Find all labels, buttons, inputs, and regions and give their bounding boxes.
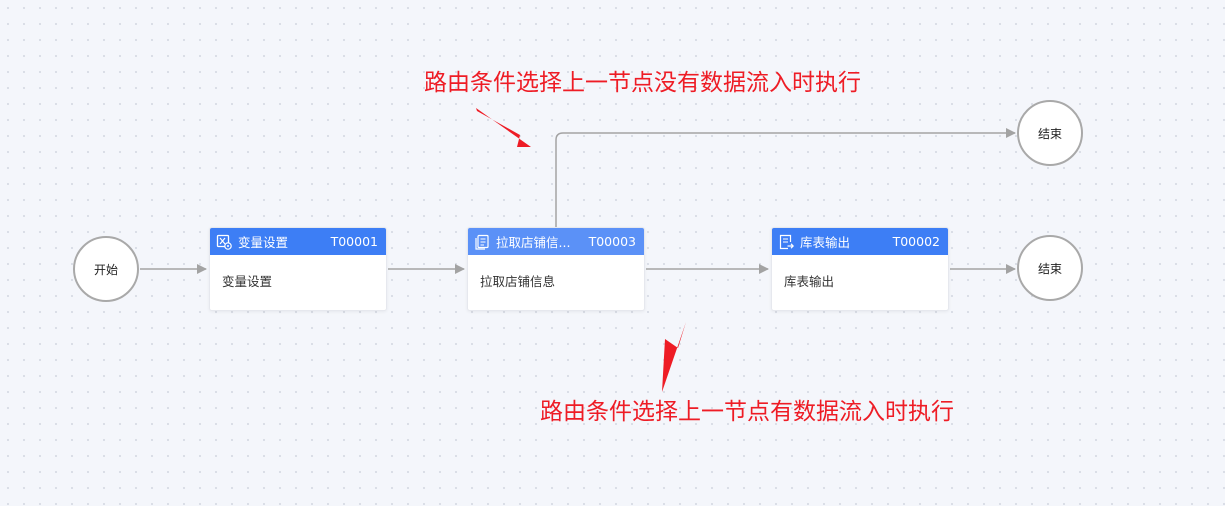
end-node-top[interactable]: 结束 <box>1017 100 1083 166</box>
task-code: T00001 <box>330 234 378 249</box>
task-code: T00003 <box>588 234 636 249</box>
task-body: 库表输出 <box>784 274 835 289</box>
annotation-has-data-route: 路由条件选择上一节点有数据流入时执行 <box>540 399 954 425</box>
task-body: 拉取店铺信息 <box>480 274 556 289</box>
annotation-arrow-bottom <box>662 322 686 392</box>
start-node-label: 开始 <box>93 262 118 277</box>
edge-fetch-to-end-top[interactable] <box>555 128 1016 228</box>
task-body: 变量设置 <box>222 274 273 289</box>
document-icon <box>474 234 490 250</box>
table-output-icon <box>778 234 794 250</box>
end-node-bottom[interactable]: 结束 <box>1017 235 1083 301</box>
task-title: 拉取店铺信... <box>496 235 571 250</box>
end-node-top-label: 结束 <box>1037 126 1062 141</box>
task-code: T00002 <box>892 234 940 249</box>
annotation-no-data-route: 路由条件选择上一节点没有数据流入时执行 <box>424 70 861 96</box>
task-header: 变量设置 T00001 <box>210 228 386 255</box>
task-header: 拉取店铺信... T00003 <box>468 228 644 255</box>
task-node-variable-settings[interactable]: 变量设置 T00001 变量设置 <box>209 227 387 311</box>
task-node-table-output[interactable]: 库表输出 T00002 库表输出 <box>771 227 949 311</box>
task-title: 变量设置 <box>238 235 289 250</box>
end-node-bottom-label: 结束 <box>1037 261 1062 276</box>
start-node[interactable]: 开始 <box>73 236 139 302</box>
task-title: 库表输出 <box>800 235 851 250</box>
annotation-arrow-top <box>476 108 531 147</box>
task-header: 库表输出 T00002 <box>772 228 948 255</box>
task-node-fetch-store-info[interactable]: 拉取店铺信... T00003 拉取店铺信息 <box>467 227 645 311</box>
variable-settings-icon <box>216 234 232 250</box>
